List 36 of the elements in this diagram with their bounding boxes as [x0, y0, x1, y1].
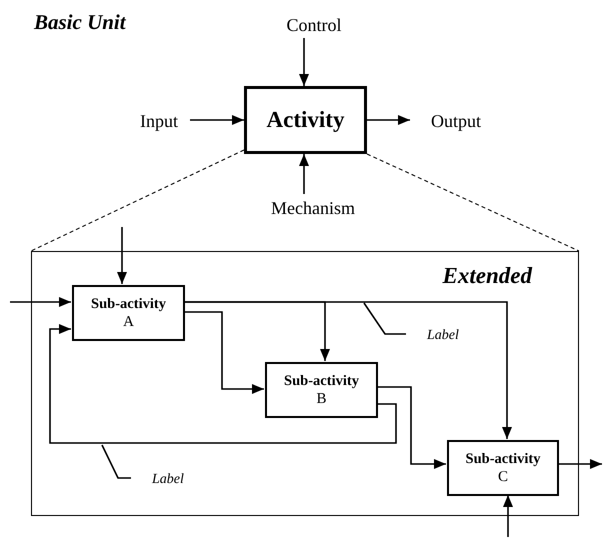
box-title: Sub-activity: [284, 372, 359, 390]
sub-activity-box: [265, 362, 378, 418]
box-letter: C: [498, 468, 508, 486]
callout-label: Label: [152, 473, 184, 487]
arrow: [184, 311, 264, 394]
extended-frame: [31, 251, 579, 516]
arrow: [184, 301, 330, 361]
diagram-title: Basic Unit: [34, 12, 126, 33]
box-title: Sub-activity: [91, 294, 166, 313]
flow-label: Output: [430, 112, 481, 130]
arrow: [367, 115, 410, 125]
box-title: Activity: [266, 106, 344, 134]
arrow: [377, 386, 446, 469]
sub-activity-box: [72, 285, 185, 341]
flow-label: Input: [140, 112, 178, 130]
arrow: [299, 38, 309, 86]
arrow: [49, 324, 397, 444]
arrow: [190, 115, 244, 125]
frame-heading: Extended: [442, 264, 532, 287]
leader-line: [363, 302, 406, 335]
leader-line: [101, 444, 131, 479]
box-title: Sub-activity: [466, 450, 540, 468]
box-letter: A: [123, 312, 134, 332]
arrow: [503, 495, 513, 537]
zoom-line: [30, 150, 244, 252]
arrow: [299, 154, 309, 194]
callout-label: Label: [427, 329, 459, 343]
arrow: [117, 227, 127, 284]
flow-label: Control: [286, 16, 342, 34]
zoom-line: [366, 154, 580, 252]
flow-label: Mechanism: [271, 199, 355, 217]
box-letter: B: [316, 390, 326, 408]
arrow: [10, 297, 71, 307]
sub-activity-box: [447, 440, 559, 496]
arrow: [558, 459, 602, 469]
activity-box: [244, 86, 367, 154]
